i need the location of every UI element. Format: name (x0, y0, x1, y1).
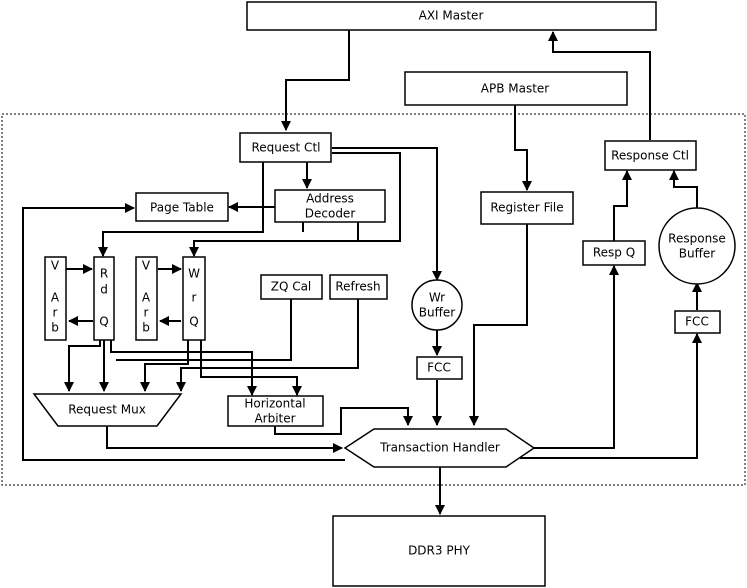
response-buffer-block: Response Buffer (658, 207, 736, 285)
ddr3-phy-block: DDR3 PHY (332, 515, 546, 587)
axi-master-label: AXI Master (419, 9, 484, 23)
transaction-handler-label: Transaction Handler (379, 441, 500, 455)
apb-master-label: APB Master (481, 82, 550, 96)
zq-cal-label: ZQ Cal (271, 280, 312, 294)
v-arb-write-char-4: b (142, 321, 150, 335)
request-mux-block: Request Mux (32, 393, 183, 427)
wr-q-char-3: Q (189, 315, 198, 329)
response-buffer-label-line2: Buffer (679, 247, 715, 261)
v-arb-read-char-3: r (53, 306, 58, 320)
wr-q-block: W r Q (182, 256, 206, 341)
rd-q-char-2: d (100, 283, 108, 297)
fcc-write-label: FCC (427, 361, 451, 375)
horizontal-arbiter-label-line2: Arbiter (254, 412, 295, 426)
ddr3-phy-label: DDR3 PHY (408, 544, 471, 558)
page-table-block: Page Table (135, 192, 229, 222)
horizontal-arbiter-label-line1: Horizontal (244, 397, 305, 411)
address-decoder-block: Address Decoder (274, 189, 386, 223)
resp-q-label: Resp Q (593, 246, 635, 260)
horizontal-arbiter-block: Horizontal Arbiter (227, 395, 324, 427)
wr-q-char-1: W (188, 267, 200, 281)
request-ctl-block: Request Ctl (239, 132, 332, 163)
wr-buffer-label-line2: Buffer (419, 306, 455, 320)
v-arb-write-char-3: r (144, 306, 149, 320)
controller-boundary (1, 113, 746, 486)
v-arb-write-block: V A r b (135, 256, 158, 341)
resp-q-block: Resp Q (582, 240, 646, 266)
fcc-response-label: FCC (685, 315, 709, 329)
v-arb-read-block: V A r b (44, 256, 67, 341)
address-decoder-label-line2: Decoder (305, 207, 356, 221)
wr-buffer-block: Wr Buffer (411, 279, 463, 331)
v-arb-write-char-1: V (142, 259, 151, 273)
refresh-label: Refresh (335, 280, 380, 294)
wr-q-char-2: r (192, 291, 197, 305)
page-table-label: Page Table (150, 201, 214, 215)
fcc-response-block: FCC (674, 310, 721, 334)
connection-wires (22, 30, 702, 515)
address-decoder-label-line1: Address (306, 192, 354, 206)
rd-q-char-3: Q (99, 315, 108, 329)
apb-master-block: APB Master (404, 71, 628, 106)
v-arb-read-char-4: b (51, 321, 59, 335)
wr-buffer-label-line1: Wr (429, 291, 445, 305)
response-ctl-block: Response Ctl (604, 140, 697, 171)
register-file-label: Register File (490, 201, 563, 215)
zq-cal-block: ZQ Cal (260, 274, 323, 300)
request-mux-label: Request Mux (68, 403, 146, 417)
rd-q-block: R d Q (93, 256, 115, 341)
v-arb-read-char-2: A (51, 291, 60, 305)
request-ctl-label: Request Ctl (252, 141, 321, 155)
register-file-block: Register File (480, 191, 574, 225)
response-buffer-label-line1: Response (668, 232, 726, 246)
v-arb-read-char-1: V (51, 259, 60, 273)
refresh-block: Refresh (329, 274, 388, 300)
response-ctl-label: Response Ctl (611, 149, 689, 163)
rd-q-char-1: R (100, 267, 108, 281)
axi-master-block: AXI Master (246, 1, 657, 31)
v-arb-write-char-2: A (142, 291, 151, 305)
fcc-write-block: FCC (416, 356, 463, 380)
transaction-handler-block: Transaction Handler (343, 428, 536, 468)
